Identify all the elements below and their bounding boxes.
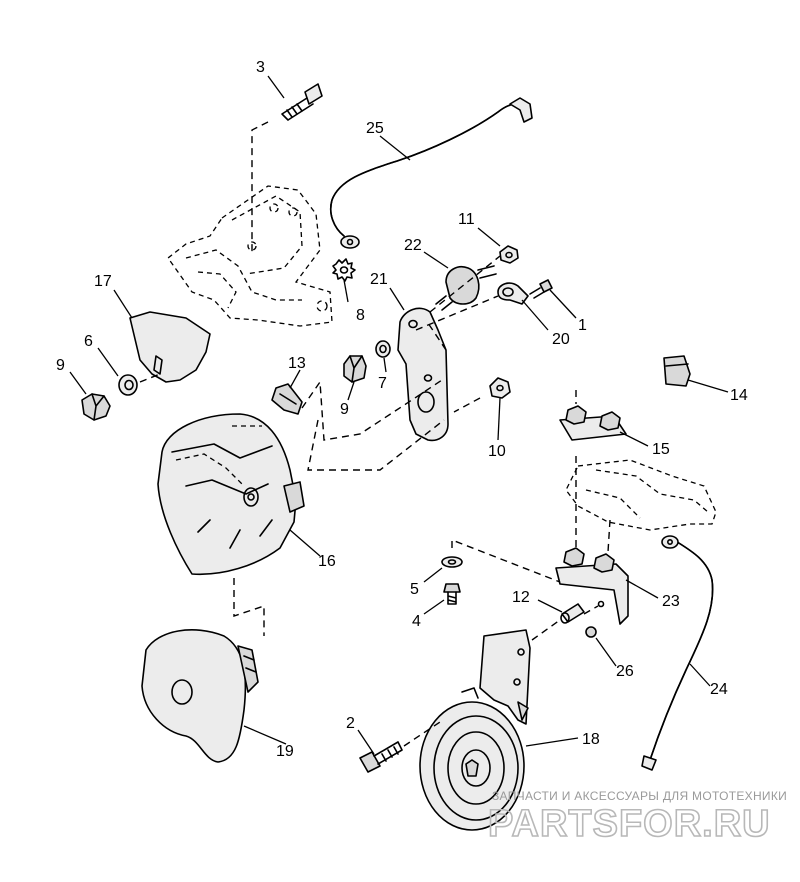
callout-23: 23 xyxy=(662,593,680,610)
part-24-lead-wire xyxy=(641,535,714,771)
axis-line-spacer xyxy=(531,605,599,641)
part-2-bolt xyxy=(359,741,403,773)
part-14-cap xyxy=(663,355,691,387)
part-23-lower-bracket xyxy=(555,547,629,625)
part-10-nut xyxy=(489,377,511,399)
callout-16: 16 xyxy=(318,553,336,570)
axis-line-bolt-3 xyxy=(251,121,269,252)
callout-5: 5 xyxy=(410,581,419,598)
axis-line-horn-19 xyxy=(233,578,265,636)
part-5-washer xyxy=(441,556,463,568)
part-16-horn-cover xyxy=(157,413,305,576)
axis-line-left xyxy=(139,373,161,383)
part-20-cable-clip xyxy=(497,282,529,305)
part-9-acorn-nut-center xyxy=(343,355,367,383)
callout-13: 13 xyxy=(288,355,306,372)
part-6-washer xyxy=(118,374,138,396)
frame-rail-phantom xyxy=(565,459,717,531)
part-3-bolt xyxy=(281,83,323,121)
part-26-grommet xyxy=(585,626,597,638)
callout-7: 7 xyxy=(378,375,387,392)
part-21-horn-bracket xyxy=(397,307,449,442)
part-4-screw xyxy=(443,583,461,605)
axis-line-bolt-2 xyxy=(403,721,441,747)
callout-6: 6 xyxy=(84,333,93,350)
callout-24: 24 xyxy=(710,681,728,698)
part-15-upper-plate xyxy=(559,405,627,441)
callout-10: 10 xyxy=(488,443,506,460)
part-12-spacer xyxy=(560,603,585,624)
callout-22: 22 xyxy=(404,237,422,254)
axis-line-washer xyxy=(451,538,561,583)
axis-line-plates xyxy=(575,390,611,553)
callout-21: 21 xyxy=(370,271,388,288)
part-1-screw xyxy=(529,279,553,299)
callout-15: 15 xyxy=(652,441,670,458)
axis-line-mount xyxy=(415,255,501,351)
axis-line-cover xyxy=(301,379,481,471)
watermark-logo: PARTSFOR.RU xyxy=(488,803,771,845)
callout-11: 11 xyxy=(458,211,475,228)
part-8-star-washer xyxy=(332,258,356,282)
callout-17: 17 xyxy=(94,273,112,290)
callout-25: 25 xyxy=(366,120,384,137)
part-17-shield-plate xyxy=(129,311,211,383)
part-13-clip xyxy=(271,383,303,415)
part-9-acorn-nut-left xyxy=(81,393,111,421)
callout-12: 12 xyxy=(512,589,530,606)
callout-19: 19 xyxy=(276,743,294,760)
callout-26: 26 xyxy=(616,663,634,680)
part-25-ground-wire xyxy=(329,97,533,249)
callout-14: 14 xyxy=(730,387,748,404)
callout-18: 18 xyxy=(582,731,600,748)
callout-4: 4 xyxy=(412,613,421,630)
callout-1: 1 xyxy=(578,317,587,334)
callout-9-center: 9 xyxy=(340,401,349,418)
part-18-horn xyxy=(419,629,531,831)
callout-2: 2 xyxy=(346,715,355,732)
callout-20: 20 xyxy=(552,331,570,348)
leader-lines xyxy=(69,75,729,755)
watermark-tagline: ЗАПЧАСТИ И АКСЕССУАРЫ ДЛЯ МОТОТЕХНИКИ xyxy=(492,789,787,803)
callout-9-left: 9 xyxy=(56,357,65,374)
callout-8: 8 xyxy=(356,307,365,324)
part-22-rubber-mount xyxy=(435,265,497,311)
callout-3: 3 xyxy=(256,59,265,76)
part-11-nut xyxy=(499,245,519,264)
frame-bracket-phantom xyxy=(167,185,333,327)
part-19-horn xyxy=(141,629,259,763)
part-7-washer xyxy=(375,340,391,358)
